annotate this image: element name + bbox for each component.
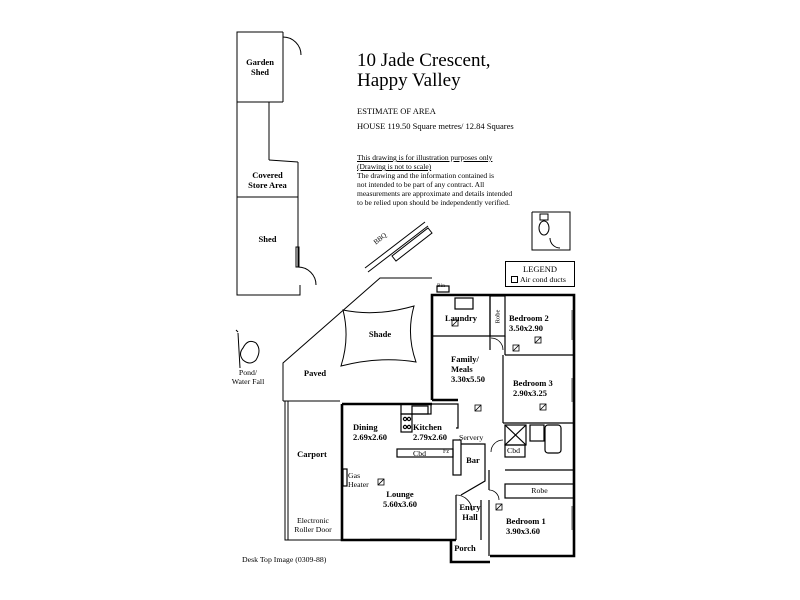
label-store-area: Store Area [248, 180, 287, 190]
label-pond-2: Water Fall [231, 377, 265, 386]
label-kitchen: Kitchen 2.79x2.60 [413, 422, 457, 442]
label-shade: Shade [368, 329, 392, 339]
disclaimer-line-2: (Drawing is not to scale) [357, 162, 432, 171]
label-roller-1: Electronic [296, 516, 330, 525]
legend: LEGEND Air cond ducts [505, 261, 575, 287]
label-paved: Paved [303, 368, 327, 378]
label-pond: Pond/ Water Fall [228, 368, 268, 386]
label-fz: Fz [443, 449, 449, 455]
disclaimer-line-6: to be relied upon should be independentl… [357, 198, 510, 207]
disclaimer: This drawing is for illustration purpose… [357, 153, 532, 207]
label-shed-top: Shed [251, 67, 269, 77]
pond-outline [235, 329, 260, 369]
label-dining-name: Dining [353, 422, 378, 432]
label-porch: Porch [454, 543, 476, 553]
label-bedroom-1-name: Bedroom 1 [506, 516, 546, 526]
shed-outline [236, 197, 317, 296]
label-shed: Shed [258, 234, 277, 244]
label-meals: Meals [451, 364, 473, 374]
bbq-outline [391, 227, 433, 262]
label-kitchen-name: Kitchen [413, 422, 442, 432]
label-hall: Hall [462, 512, 478, 522]
label-heater: Heater [348, 480, 369, 489]
label-cbd-2: Cbd [507, 446, 520, 455]
label-garden-shed: Garden Shed [237, 57, 283, 77]
label-bedroom-2-dim: 3.50x2.90 [509, 323, 543, 333]
estimate-title: ESTIMATE OF AREA [357, 106, 436, 116]
covered-store-outline [236, 102, 299, 198]
label-pond-1: Pond/ [238, 368, 258, 377]
paved-area-outline [282, 221, 432, 402]
label-kitchen-dim: 2.79x2.60 [413, 432, 447, 442]
disclaimer-line-4: not intended to be part of any contract.… [357, 180, 485, 189]
disclaimer-line-1: This drawing is for illustration purpose… [357, 153, 493, 162]
label-lounge-dim: 5.60x3.60 [383, 499, 417, 509]
carport-outline [284, 401, 342, 541]
label-bin: Bin [437, 283, 445, 289]
label-roller-2: Roller Door [294, 525, 332, 534]
legend-item: Air cond ducts [520, 275, 566, 284]
disclaimer-line-3: The drawing and the information containe… [357, 171, 495, 180]
label-dining-dim: 2.69x2.60 [353, 432, 387, 442]
label-dining: Dining 2.69x2.60 [353, 422, 397, 442]
label-robe: Robe [531, 486, 548, 495]
label-bedroom-1: Bedroom 1 3.90x3.60 [506, 516, 564, 536]
footer-credit: Desk Top Image (0309-88) [242, 555, 327, 564]
air-cond-ducts [377, 319, 547, 511]
legend-title: LEGEND [523, 264, 557, 274]
label-carport: Carport [297, 449, 327, 459]
address-line-1: 10 Jade Crescent, [357, 50, 491, 71]
label-bar: Bar [466, 455, 480, 465]
label-bedroom-3: Bedroom 3 2.90x3.25 [513, 378, 565, 398]
disclaimer-line-5: measurements are approximate and details… [357, 189, 513, 198]
label-cbd-1: Cbd [413, 449, 426, 458]
label-entry: Entry [459, 502, 481, 512]
label-gas-heater: Gas Heater [348, 471, 369, 489]
label-bedroom-3-name: Bedroom 3 [513, 378, 553, 388]
label-bedroom-2-name: Bedroom 2 [509, 313, 549, 323]
shade-sail [340, 305, 417, 367]
address-line-2: Happy Valley [357, 70, 461, 91]
label-family-meals: Family/ Meals 3.30x5.50 [451, 354, 493, 384]
label-lounge: Lounge 5.60x3.60 [380, 489, 420, 509]
label-garden: Garden [246, 57, 274, 67]
label-roller-door: Electronic Roller Door [288, 516, 338, 534]
label-covered: Covered [252, 170, 283, 180]
label-servery: Servery [459, 433, 484, 442]
label-gas: Gas [348, 471, 361, 480]
house-area: HOUSE 119.50 Square metres/ 12.84 Square… [357, 121, 514, 131]
label-covered-store: Covered Store Area [237, 170, 298, 190]
air-duct-icon [511, 276, 518, 283]
label-laundry: Laundry [444, 313, 478, 323]
label-lounge-name: Lounge [386, 489, 414, 499]
label-bedroom-2: Bedroom 2 3.50x2.90 [509, 313, 561, 333]
garden-shed-outline [236, 31, 302, 103]
label-bedroom-1-dim: 3.90x3.60 [506, 526, 540, 536]
label-family: Family/ [451, 354, 479, 364]
door-swings [455, 337, 504, 512]
label-entry-hall: Entry Hall [457, 502, 483, 522]
label-family-dim: 3.30x5.50 [451, 374, 485, 384]
toilet-detail [531, 211, 571, 251]
label-robe-vertical: Robe [494, 309, 502, 324]
label-bedroom-3-dim: 2.90x3.25 [513, 388, 547, 398]
